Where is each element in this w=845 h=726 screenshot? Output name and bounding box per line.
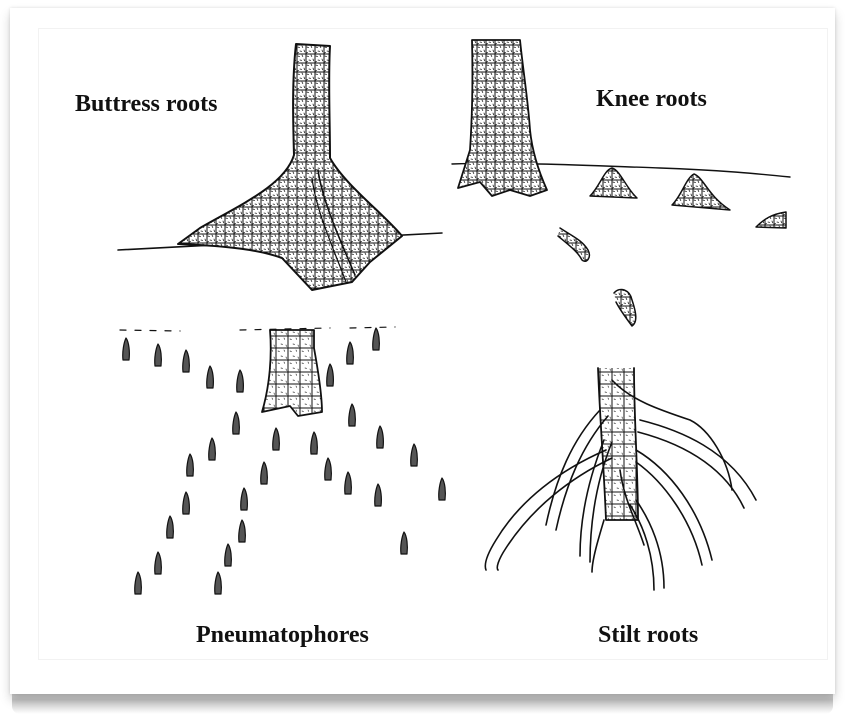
stilt-trunk [598,368,638,520]
pneumatophore-spike [349,404,356,426]
pneumatophore-spike [411,444,418,466]
knee-root-loop [614,289,636,326]
knee-root-bump [756,212,786,228]
pneumatophore-spike [373,328,380,350]
pneumatophore-trunk [262,330,322,416]
stilt-roots-label: Stilt roots [598,623,698,647]
pneumatophore-spike [167,516,174,538]
pneumatophore-spike [209,438,216,460]
knee-root-bump [590,168,637,198]
pneumatophore-spike [207,366,214,388]
pneumatophores-label: Pneumatophores [196,623,369,647]
pneumatophore-spike [183,492,190,514]
knee-roots-drawing [452,40,790,326]
stilt-root [636,500,664,588]
pneumatophore-spike [377,426,384,448]
pneumatophore-spike [241,488,248,510]
pneumatophore-spike [261,462,268,484]
pneumatophore-spike [183,350,190,372]
knee-root-bump [672,174,730,210]
stilt-root [580,440,604,556]
pneumatophore-ground-dashes [120,327,395,331]
pneumatophore-spike [215,572,222,594]
stilt-root [592,520,604,572]
pneumatophore-spike [345,472,352,494]
pneumatophore-spike [401,532,408,554]
stilt-root [640,420,756,500]
pneumatophore-spike [375,484,382,506]
pneumatophore-spike [135,572,142,594]
pneumatophore-spike [155,552,162,574]
pneumatophore-spike [225,544,232,566]
pneumatophore-spike [187,454,194,476]
buttress-trunk-and-flare [178,44,402,290]
pneumatophore-spike [439,478,446,500]
pneumatophore-spike [233,412,240,434]
pneumatophore-spike [325,458,332,480]
pneumatophore-spike [347,342,354,364]
knee-root-loop [558,228,589,261]
buttress-roots-label: Buttress roots [75,92,217,116]
pneumatophore-spike [155,344,162,366]
pneumatophore-spike [311,432,318,454]
pneumatophore-spike [123,338,130,360]
knee-trunk [458,40,547,196]
stilt-roots-drawing [485,368,756,590]
pneumatophore-spike [273,428,280,450]
pneumatophore-spike [239,520,246,542]
pneumatophores-drawing [120,327,395,416]
pneumatophore-spike [237,370,244,392]
pneumatophore-spike [327,364,334,386]
buttress-roots-drawing [118,44,442,290]
knee-roots-label: Knee roots [596,87,707,111]
